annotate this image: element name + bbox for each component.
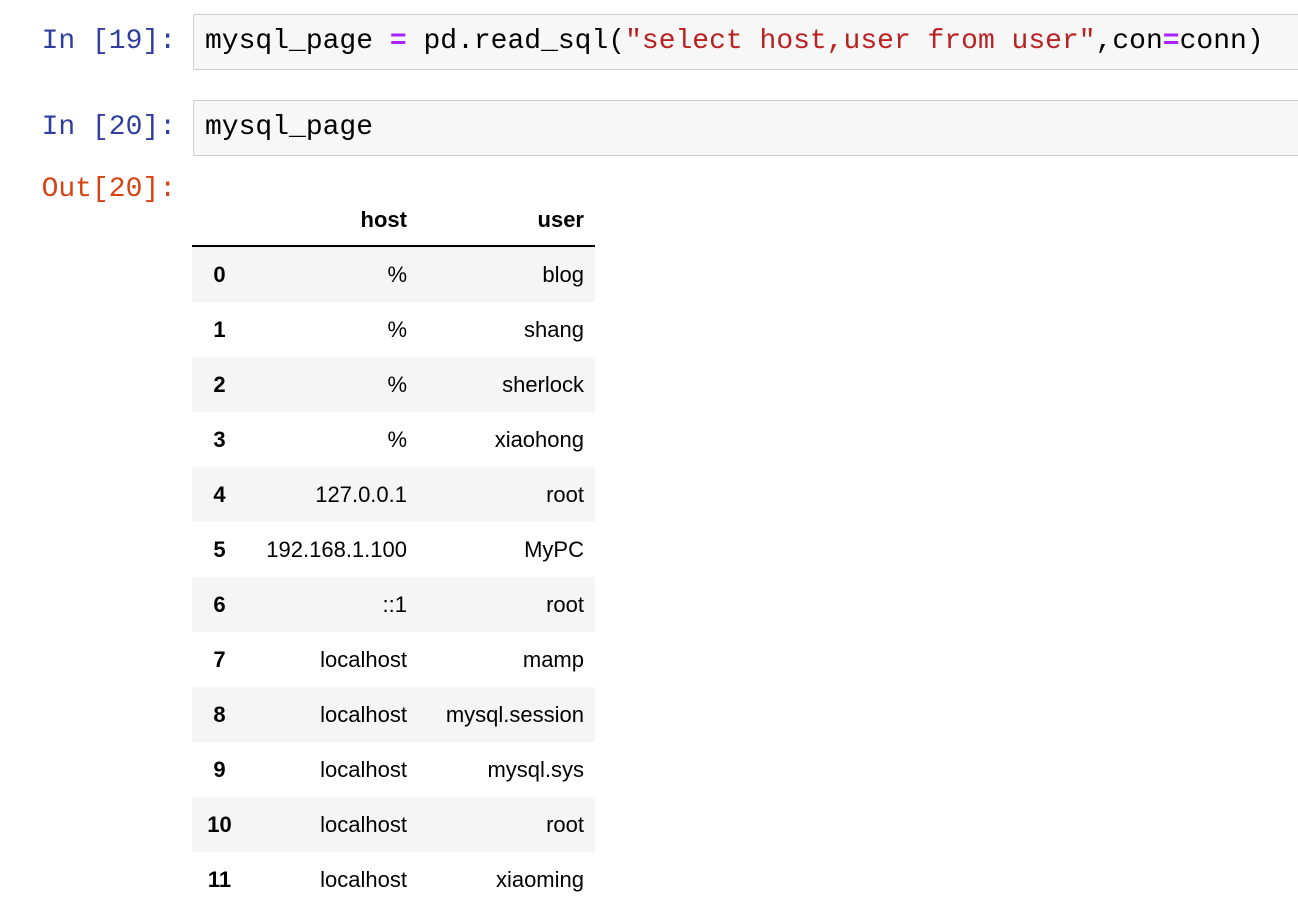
table-row: 7 localhost mamp	[192, 632, 595, 687]
code-cell-19: In [19]: mysql_page = pd.read_sql("selec…	[0, 14, 1298, 70]
code-cell-20: In [20]: mysql_page	[0, 100, 1298, 156]
dataframe-body: 0% blog 1% shang 2% sherlock 3% xiaohong 4 127.0.…	[192, 246, 595, 907]
output-cell-20: Out[20]: host user 0% blog 1% shang 2% sherlo…	[0, 170, 1298, 907]
row-index-cell: 6	[213, 592, 226, 617]
index-column-header	[192, 196, 247, 247]
host-cell: %	[387, 317, 407, 342]
code-editor-19[interactable]: mysql_page = pd.read_sql("select host,us…	[193, 14, 1298, 70]
host-cell: %	[387, 372, 407, 397]
header-row: host user	[192, 196, 595, 247]
code-token-string: "select host,user from user"	[625, 26, 1096, 57]
user-cell: mysql.sys	[487, 757, 584, 782]
row-index-cell: 7	[213, 647, 226, 672]
table-row: 9 localhost mysql.sys	[192, 742, 595, 797]
table-row: 5 192.168.1.100 MyPC	[192, 522, 595, 577]
column-header-host: host	[247, 196, 418, 247]
user-cell: mysql.session	[445, 702, 584, 727]
host-cell: %	[387, 262, 407, 287]
row-index-cell: 4	[213, 482, 226, 507]
row-index-cell: 0	[213, 262, 226, 287]
input-prompt-20: In [20]:	[41, 112, 176, 143]
table-row: 11 localhost xiaoming	[192, 852, 595, 907]
user-cell: blog	[542, 262, 584, 287]
column-header-user: user	[418, 196, 595, 247]
code-token-plain: mysql_page	[205, 26, 390, 57]
row-index-cell: 3	[213, 427, 226, 452]
code-token-operator: =	[389, 26, 407, 57]
host-cell: 192.168.1.100	[266, 537, 407, 562]
table-row: 2% sherlock	[192, 357, 595, 412]
user-cell: mamp	[522, 647, 584, 672]
row-index-cell: 8	[213, 702, 226, 727]
host-cell: localhost	[320, 757, 407, 782]
table-row: 0% blog	[192, 246, 595, 302]
input-area-20: mysql_page	[193, 100, 1298, 156]
row-index-cell: 2	[213, 372, 226, 397]
input-prompt-19: In [19]:	[41, 26, 176, 57]
host-cell: ::1	[382, 592, 407, 617]
input-area-19: mysql_page = pd.read_sql("select host,us…	[193, 14, 1298, 70]
user-cell: root	[546, 812, 584, 837]
code-token-plain: conn)	[1179, 26, 1264, 57]
row-index-cell: 9	[213, 757, 226, 782]
table-row: 6::1 root	[192, 577, 595, 632]
user-cell: root	[546, 482, 584, 507]
host-cell: localhost	[320, 867, 407, 892]
user-cell: sherlock	[502, 372, 584, 397]
user-cell: root	[546, 592, 584, 617]
row-index-cell: 1	[213, 317, 226, 342]
host-cell: 127.0.0.1	[315, 482, 407, 507]
table-row: 10 localhost root	[192, 797, 595, 852]
user-cell: xiaohong	[494, 427, 584, 452]
code-token-plain: pd.read_sql(	[406, 26, 626, 57]
table-row: 3% xiaohong	[192, 412, 595, 467]
code-token-operator: =	[1162, 26, 1180, 57]
host-cell: localhost	[320, 647, 407, 672]
host-cell: localhost	[320, 812, 407, 837]
table-row: 1% shang	[192, 302, 595, 357]
output-area-20: host user 0% blog 1% shang 2% sherlock 3% xiaoh…	[180, 170, 1298, 907]
row-index-cell: 11	[207, 867, 232, 892]
row-index-cell: 10	[207, 812, 232, 837]
host-cell: localhost	[320, 702, 407, 727]
code-editor-20[interactable]: mysql_page	[193, 100, 1298, 156]
table-row: 8 localhost mysql.session	[192, 687, 595, 742]
table-row: 4 127.0.0.1 root	[192, 467, 595, 522]
code-token-plain: ,con	[1095, 26, 1163, 57]
output-prompt-20: Out[20]:	[41, 174, 176, 205]
code-token-plain: mysql_page	[205, 112, 374, 143]
user-cell: xiaoming	[495, 867, 584, 892]
user-cell: MyPC	[524, 537, 584, 562]
dataframe-table: host user 0% blog 1% shang 2% sherlock 3% xiaoh…	[192, 196, 595, 907]
host-cell: %	[387, 427, 407, 452]
row-index-cell: 5	[213, 537, 226, 562]
dataframe-header: host user	[192, 196, 595, 247]
user-cell: shang	[524, 317, 584, 342]
